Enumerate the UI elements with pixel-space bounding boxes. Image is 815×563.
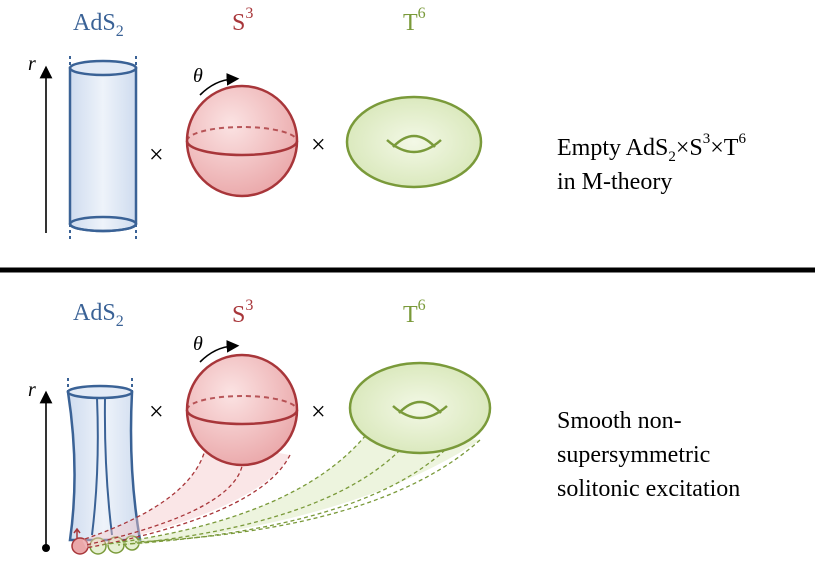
bottom-panel: AdS2 S3 T6 r × θ [28,297,740,555]
top-torus [345,95,483,189]
bottom-ads-geometry [66,378,142,555]
bottom-theta-arrow [199,339,240,363]
top-r-label: r [28,53,36,75]
top-times-2: × [311,130,326,159]
top-caption-line2: in M-theory [557,169,672,195]
bottom-sphere-label: S3 [232,297,253,328]
top-theta-label: θ [193,65,203,87]
top-ads-label: AdS2 [73,10,124,40]
bottom-torus-label: T6 [403,297,426,328]
top-sphere-label: S3 [232,5,253,36]
top-times-1: × [149,140,164,169]
top-caption-line1: Empty AdS2×S3×T6 [557,131,746,165]
bottom-torus [348,361,492,455]
bottom-sphere [185,353,299,467]
bottom-theta-label: θ [193,333,203,355]
top-theta-arrow [199,72,240,96]
bottom-times-2: × [311,397,326,426]
top-torus-label: T6 [403,5,426,36]
bottom-r-axis-origin-dot [42,544,50,552]
top-sphere [185,84,299,198]
bottom-times-1: × [149,397,164,426]
bottom-caption-line3: solitonic excitation [557,476,740,502]
bottom-r-label: r [28,379,36,401]
bottom-caption-line1: Smooth non- [557,408,682,434]
bubble-red [71,537,89,555]
bottom-caption-line2: supersymmetric [557,442,710,468]
bottom-ads-label: AdS2 [73,300,124,330]
torus-funnel [100,430,480,545]
sphere-funnel [82,440,290,548]
top-panel: AdS2 S3 T6 r × θ × [28,5,746,240]
top-ads-cylinder [68,56,138,240]
